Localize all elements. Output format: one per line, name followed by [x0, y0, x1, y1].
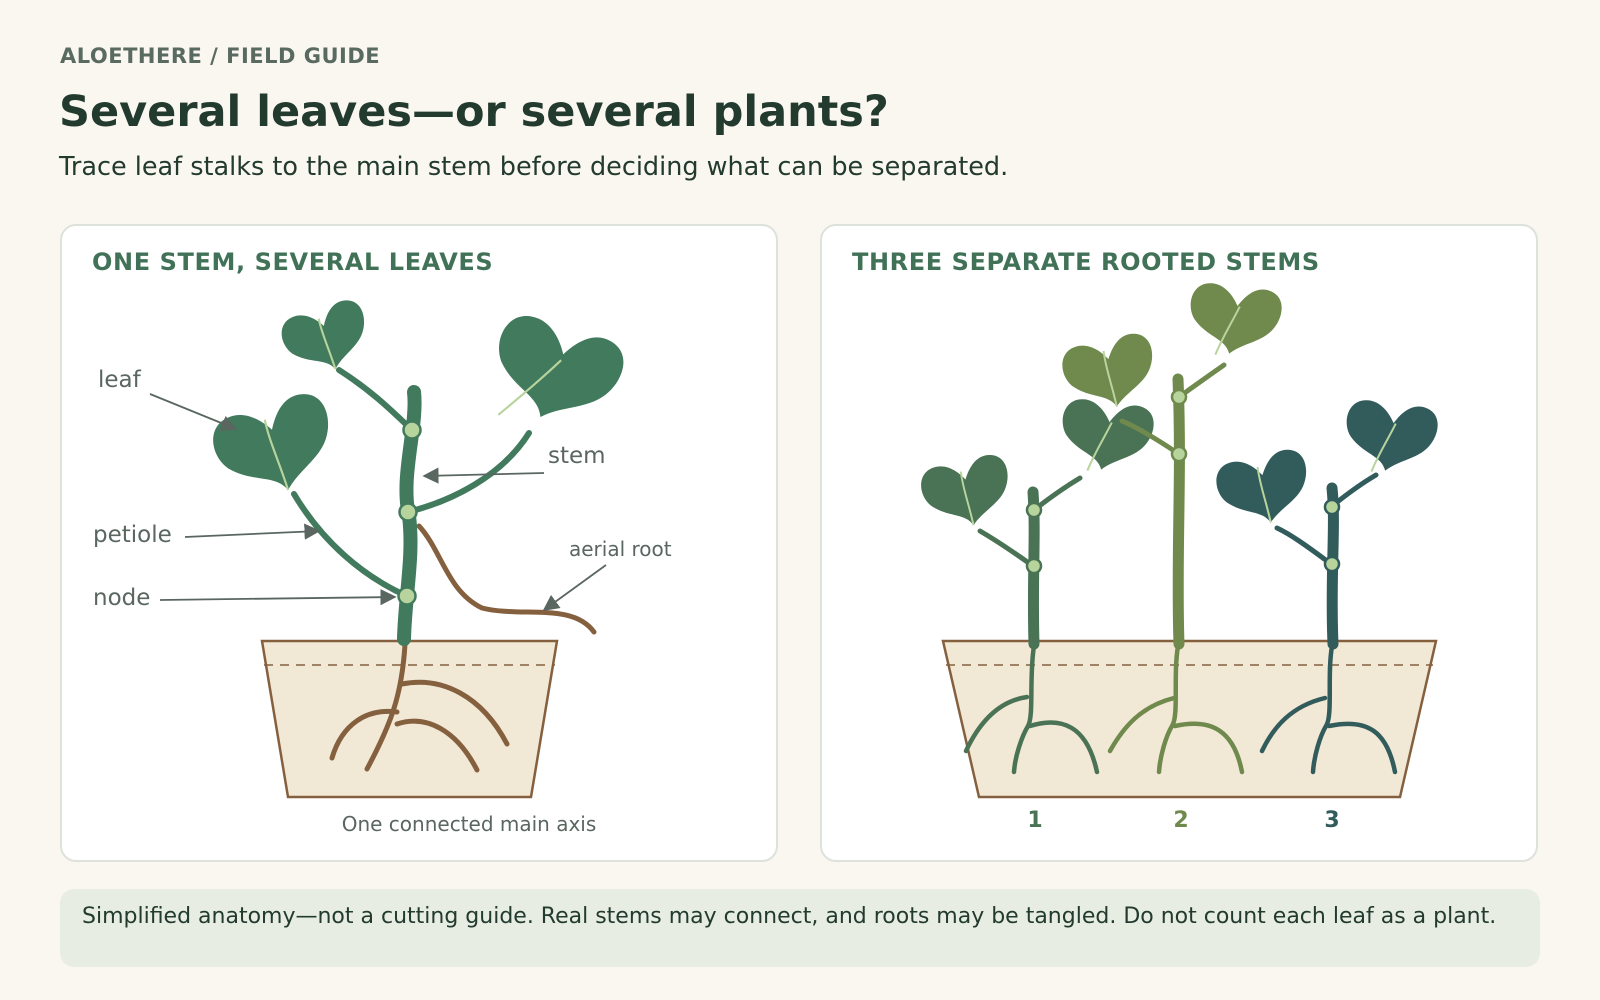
- stem-number-3: 3: [1324, 808, 1339, 833]
- panel-title-three-stems: THREE SEPARATE ROOTED STEMS: [852, 248, 1320, 276]
- three-stems-panel: THREE SEPARATE ROOTED STEMS: [820, 224, 1538, 862]
- panel-title-one-stem: ONE STEM, SEVERAL LEAVES: [92, 248, 494, 276]
- label-leaf: leaf: [98, 367, 142, 393]
- label-petiole: petiole: [93, 522, 172, 548]
- leaf-right: [497, 316, 624, 417]
- callout-lines: [149, 393, 607, 611]
- three-stems-diagram: 1 2 3: [921, 283, 1438, 833]
- label-stem: stem: [548, 443, 606, 469]
- page-title: Several leaves—or several plants?: [59, 87, 889, 137]
- eyebrow: ALOETHERE / FIELD GUIDE: [60, 44, 381, 68]
- stem-number-2: 2: [1173, 808, 1188, 833]
- page-subtitle: Trace leaf stalks to the main stem befor…: [59, 152, 1009, 182]
- label-aerial-root: aerial root: [569, 537, 672, 561]
- aerial-root: [416, 523, 597, 635]
- leaf-top: [281, 300, 365, 370]
- stem-number-1: 1: [1027, 808, 1042, 833]
- stem-group-1: [921, 399, 1154, 775]
- nodes: [397, 420, 422, 606]
- caption-one-axis: One connected main axis: [342, 812, 597, 836]
- one-stem-diagram: leaf stem petiole node aerial root One c…: [93, 300, 672, 836]
- one-stem-panel: ONE STEM, SEVERAL LEAVES: [60, 224, 778, 862]
- disclaimer-note: Simplified anatomy—not a cutting guide. …: [60, 889, 1540, 967]
- stem-group-2: [1062, 283, 1282, 775]
- roots: [329, 641, 510, 773]
- label-node: node: [93, 585, 150, 611]
- leaf-left: [213, 394, 329, 491]
- stem-group-3: [1216, 400, 1438, 775]
